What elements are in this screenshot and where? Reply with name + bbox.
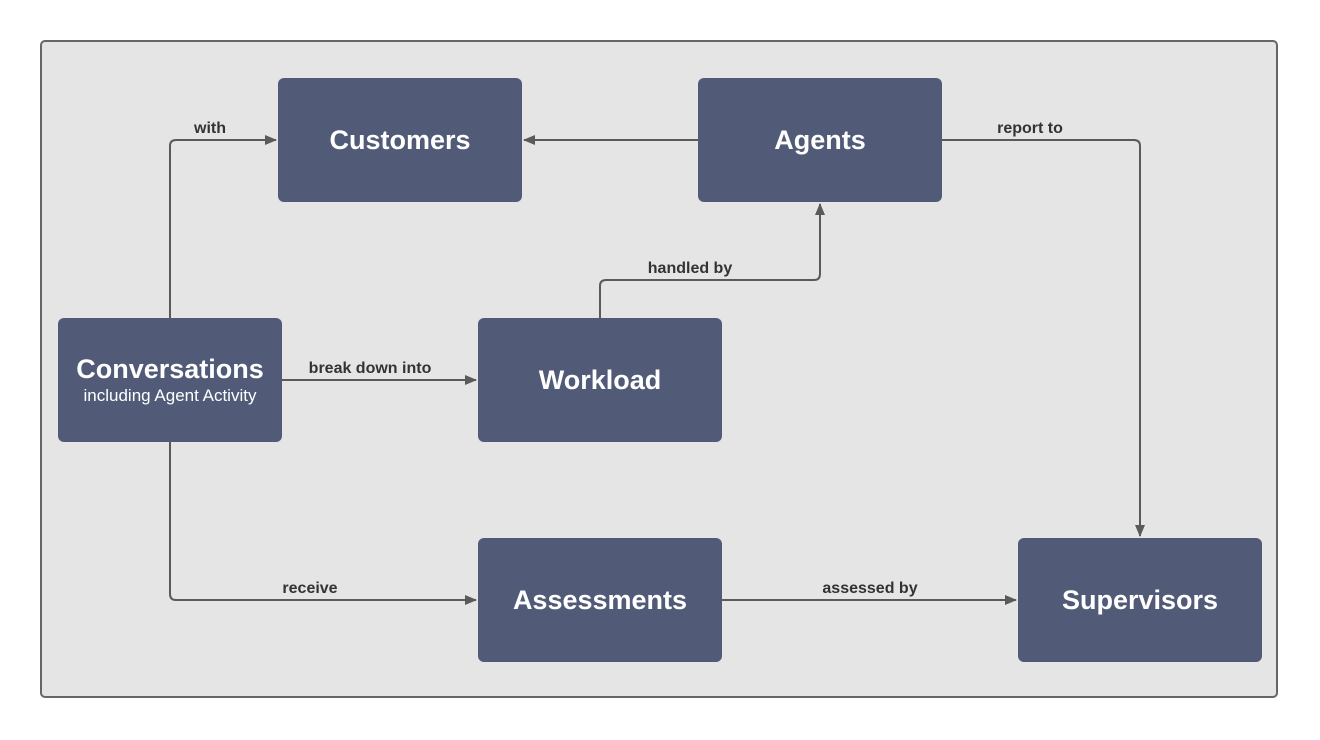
node-supervisors-title: Supervisors	[1061, 585, 1219, 615]
edge-conversations-assessments	[169, 442, 477, 605]
node-workload-title: Workload	[538, 365, 662, 395]
node-customers-title: Customers	[329, 125, 471, 155]
node-workload[interactable]: Workload	[478, 318, 722, 442]
node-agents[interactable]: Agents	[698, 78, 942, 202]
node-customers[interactable]: Customers	[278, 78, 522, 202]
edge-label-assessed-by: assessed by	[822, 580, 918, 597]
edge-label-break-down-into: break down into	[308, 360, 432, 377]
edge-workload-agents	[599, 203, 825, 318]
node-agents-title: Agents	[774, 125, 866, 155]
node-supervisors[interactable]: Supervisors	[1018, 538, 1262, 662]
edge-label-receive: receive	[282, 580, 338, 597]
node-conversations-title: Conversations	[76, 354, 264, 384]
node-conversations[interactable]: Conversations including Agent Activity	[58, 318, 282, 442]
edge-label-report-to: report to	[997, 120, 1063, 137]
node-assessments[interactable]: Assessments	[478, 538, 722, 662]
edge-label-with: with	[194, 120, 226, 137]
node-assessments-title: Assessments	[512, 585, 688, 615]
node-conversations-subtitle: including Agent Activity	[83, 386, 257, 405]
edge-conversations-customers	[169, 135, 277, 318]
edge-label-handled-by: handled by	[647, 260, 733, 277]
edge-agents-supervisors	[942, 139, 1145, 537]
